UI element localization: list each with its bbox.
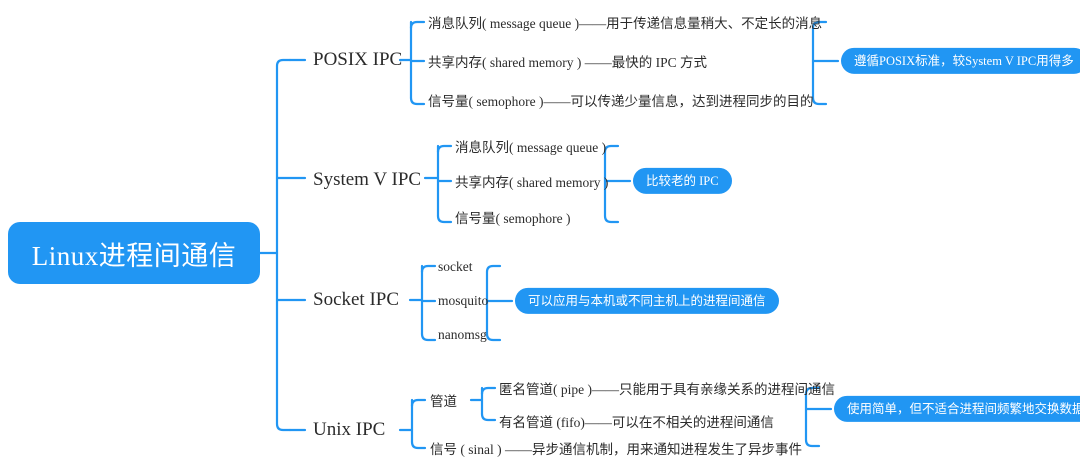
socket-collect-bracket	[485, 264, 502, 342]
leaf-posix-shared-memory[interactable]: 共享内存( shared memory ) ——最快的 IPC 方式	[428, 55, 707, 70]
leaf-posix-message-queue[interactable]: 消息队列( message queue )——用于传递信息量稍大、不定长的消息	[428, 16, 823, 31]
posix-child-top	[409, 20, 426, 30]
leaf-systemv-message-queue[interactable]: 消息队列( message queue )	[455, 140, 607, 155]
root-node-label: Linux进程间通信	[31, 240, 237, 271]
leaf-unix-signal[interactable]: 信号 ( sinal ) ——异步通信机制，用来通知进程发生了异步事件	[430, 442, 802, 457]
leaf-socket-nanomsg[interactable]: nanomsg	[438, 327, 487, 342]
leaf-posix-semaphore[interactable]: 信号量( semophore )——可以传递少量信息，达到进程同步的目的	[428, 94, 814, 109]
pipe-child-top	[480, 386, 497, 396]
leaf-unix-anonymous-pipe[interactable]: 匿名管道( pipe )——只能用于具有亲缘关系的进程间通信	[499, 382, 835, 397]
leaf-socket-socket[interactable]: socket	[438, 259, 473, 274]
badge-unix[interactable]: 使用简单，但不适合进程间频繁地交换数据	[834, 395, 1080, 423]
subgroup-title-pipe[interactable]: 管道	[430, 394, 457, 409]
systemv-child-top	[436, 144, 453, 154]
posix-child-bottom	[409, 96, 426, 106]
leaf-unix-named-pipe[interactable]: 有名管道 (fifo)——可以在不相关的进程间通信	[499, 415, 774, 430]
leaf-socket-mosquito[interactable]: mosquito	[438, 293, 489, 308]
branch-title-unix[interactable]: Unix IPC	[313, 419, 386, 440]
branch-title-socket[interactable]: Socket IPC	[313, 289, 400, 310]
main-spine-bracket	[275, 58, 292, 432]
badge-socket[interactable]: 可以应用与本机或不同主机上的进程间通信	[515, 287, 779, 315]
badge-posix[interactable]: 遵循POSIX标准，较System V IPC用得多	[841, 47, 1080, 75]
branch-title-systemv[interactable]: System V IPC	[313, 169, 422, 190]
socket-child-bottom	[420, 332, 437, 342]
unix-child-top	[410, 398, 427, 408]
root-node[interactable]: Linux进程间通信	[8, 222, 260, 284]
leaf-systemv-shared-memory[interactable]: 共享内存( shared memory )	[455, 175, 609, 190]
branch-title-posix[interactable]: POSIX IPC	[313, 49, 403, 70]
systemv-child-bottom	[436, 214, 453, 224]
posix-collect-bracket	[811, 20, 828, 106]
pipe-child-bottom	[480, 412, 497, 422]
socket-child-top	[420, 264, 437, 274]
badge-systemv[interactable]: 比较老的 IPC	[633, 167, 732, 195]
unix-child-bottom	[410, 440, 427, 450]
leaf-systemv-semaphore[interactable]: 信号量( semophore )	[455, 211, 571, 226]
